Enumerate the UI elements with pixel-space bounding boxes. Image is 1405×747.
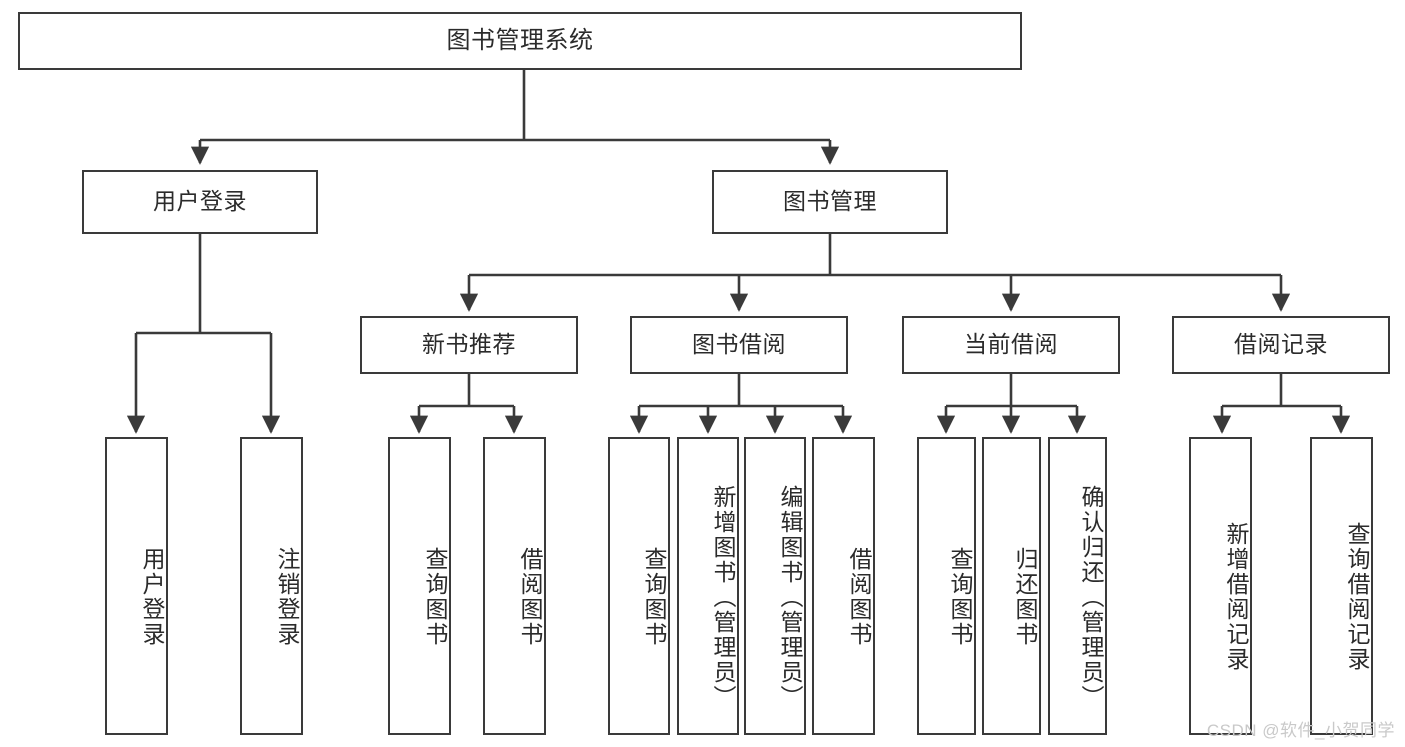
node-leaf-borrow-book[interactable]: 借阅图书 bbox=[812, 437, 875, 735]
node-label: 图书管理 bbox=[783, 188, 877, 215]
node-label: 注销登录 bbox=[274, 547, 300, 647]
node-label: 查询图书 bbox=[641, 547, 667, 647]
node-leaf-user-login[interactable]: 用户登录 bbox=[105, 437, 168, 735]
node-label: 用户登录 bbox=[153, 188, 247, 215]
node-leaf-query-book-current[interactable]: 查询图书 bbox=[917, 437, 976, 735]
node-book-borrow[interactable]: 图书借阅 bbox=[630, 316, 848, 374]
node-label: 新增图书（管理员） bbox=[710, 484, 736, 710]
node-label: 编辑图书（管理员） bbox=[777, 484, 803, 710]
node-leaf-query-borrow-record[interactable]: 查询借阅记录 bbox=[1310, 437, 1373, 735]
node-current-borrow[interactable]: 当前借阅 bbox=[902, 316, 1120, 374]
node-label: 借阅记录 bbox=[1234, 331, 1328, 358]
node-label: 图书借阅 bbox=[692, 331, 786, 358]
node-leaf-borrow-book-recommend[interactable]: 借阅图书 bbox=[483, 437, 546, 735]
node-label: 归还图书 bbox=[1012, 547, 1038, 647]
node-leaf-confirm-return-admin[interactable]: 确认归还（管理员） bbox=[1048, 437, 1107, 735]
node-borrow-record[interactable]: 借阅记录 bbox=[1172, 316, 1390, 374]
node-label: 新书推荐 bbox=[422, 331, 516, 358]
node-label: 查询借阅记录 bbox=[1344, 522, 1370, 672]
node-label: 新增借阅记录 bbox=[1223, 522, 1249, 672]
node-root-book-management-system[interactable]: 图书管理系统 bbox=[18, 12, 1022, 70]
node-leaf-return-book[interactable]: 归还图书 bbox=[982, 437, 1041, 735]
node-new-book-recommend[interactable]: 新书推荐 bbox=[360, 316, 578, 374]
node-leaf-add-book-admin[interactable]: 新增图书（管理员） bbox=[677, 437, 739, 735]
node-label: 当前借阅 bbox=[964, 331, 1058, 358]
node-label: 查询图书 bbox=[422, 547, 448, 647]
node-leaf-edit-book-admin[interactable]: 编辑图书（管理员） bbox=[744, 437, 806, 735]
node-book-management[interactable]: 图书管理 bbox=[712, 170, 948, 234]
node-leaf-add-borrow-record[interactable]: 新增借阅记录 bbox=[1189, 437, 1252, 735]
node-label: 查询图书 bbox=[947, 547, 973, 647]
node-label: 图书管理系统 bbox=[446, 26, 594, 54]
node-leaf-query-book-borrow[interactable]: 查询图书 bbox=[608, 437, 670, 735]
node-label: 用户登录 bbox=[139, 547, 165, 647]
node-label: 确认归还（管理员） bbox=[1078, 484, 1104, 710]
node-leaf-logout[interactable]: 注销登录 bbox=[240, 437, 303, 735]
node-label: 借阅图书 bbox=[517, 547, 543, 647]
node-leaf-query-book-recommend[interactable]: 查询图书 bbox=[388, 437, 451, 735]
node-user-login[interactable]: 用户登录 bbox=[82, 170, 318, 234]
node-label: 借阅图书 bbox=[846, 547, 872, 647]
